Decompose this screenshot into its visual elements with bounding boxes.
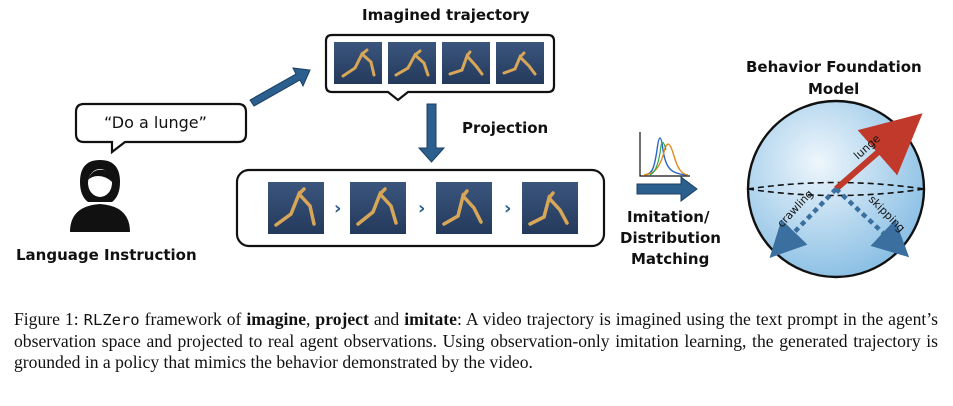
projected-trajectory-box: › › › — [235, 168, 606, 248]
projected-frame-3 — [436, 182, 492, 234]
speech-bubble — [74, 102, 248, 155]
svg-text:›: › — [418, 198, 425, 219]
caption-text-2: , — [306, 309, 316, 329]
projected-frame-2 — [350, 182, 406, 234]
imitation-label-line3: Matching — [631, 250, 710, 268]
imagined-frame-2 — [388, 42, 436, 84]
language-instruction-label: Language Instruction — [16, 246, 197, 264]
imagined-frame-4 — [496, 42, 544, 84]
imagined-trajectory-title: Imagined trajectory — [362, 6, 530, 24]
svg-text:›: › — [504, 198, 511, 219]
figure-caption: Figure 1: RLZero framework of imagine, p… — [14, 309, 938, 373]
distribution-plot-icon — [639, 132, 690, 177]
caption-text-3: and — [368, 309, 405, 329]
bfm-title-line2: Model — [808, 80, 860, 98]
figure-diagram: › › › — [70, 33, 926, 279]
figure: › › › — [16, 6, 926, 279]
projection-label: Projection — [462, 119, 549, 137]
svg-text:›: › — [334, 198, 341, 219]
caption-text-1: framework of — [139, 309, 247, 329]
caption-prefix: Figure 1: — [14, 309, 79, 329]
caption-code: RLZero — [83, 311, 140, 329]
arrow-to-imagination — [249, 67, 311, 107]
person-silhouette-icon — [70, 160, 130, 232]
caption-text-4: : A video trajectory is imagined using t… — [14, 309, 938, 372]
skipping-vector — [834, 187, 910, 258]
caption-bold-imagine: imagine — [246, 309, 307, 329]
imitation-label-line1: Imitation/ — [627, 208, 710, 226]
caption-bold-project: project — [315, 309, 369, 329]
bfm-title-line1: Behavior Foundation — [746, 58, 922, 76]
imagined-frame-3 — [442, 42, 490, 84]
imagined-frame-1 — [334, 42, 382, 84]
projected-frame-1 — [268, 182, 324, 234]
lunge-vector — [834, 113, 923, 192]
crawling-vector — [769, 187, 838, 258]
speech-text: “Do a lunge” — [104, 113, 207, 132]
imitation-label-line2: Distribution — [620, 229, 721, 247]
behavior-sphere: lunge crawling skipping — [746, 99, 926, 279]
projected-frame-4 — [522, 182, 578, 234]
caption-bold-imitate: imitate — [404, 309, 457, 329]
imagined-trajectory-box — [324, 33, 556, 102]
projection-arrow — [417, 103, 446, 163]
imitation-arrow — [636, 176, 698, 202]
